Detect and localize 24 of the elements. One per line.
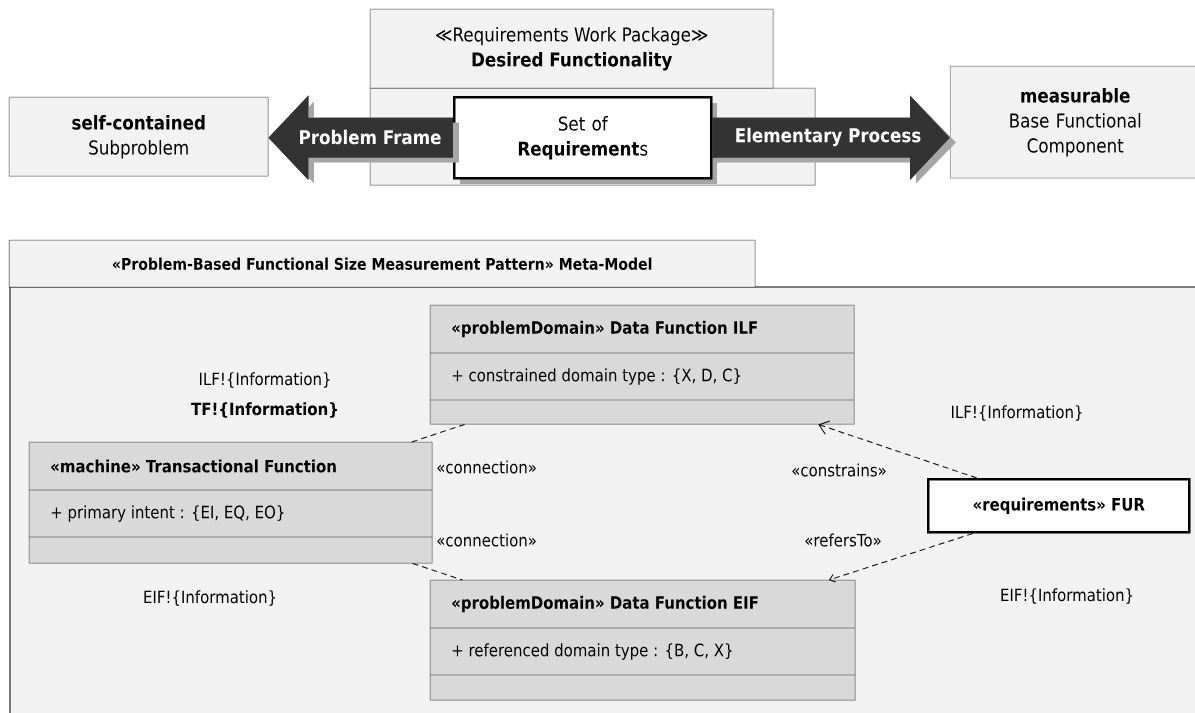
component-box: measurable Base Functional Component [950,66,1195,179]
flow-label: ILF!{Information} [200,372,330,388]
class-box: «problemDomain» Data Function EIF + referenced domain type : {B, C, X} [429,580,856,701]
class-box: «machine» Transactional Function + primary intent : {EI, EQ, EO} [28,442,433,564]
flow-label: EIF!{Information} [144,590,276,606]
connector-line [412,562,464,581]
class-box: «problemDomain» Data Function ILF + constrained domain type : {X, D, C} [429,305,855,425]
arrow [818,420,978,479]
requirements-box: «requirements» FUR [927,478,1191,534]
node-label: «Problem-Based Functional Size Measurement Pattern» Meta-Model [112,257,652,270]
requirements-box: Set of Requirements [453,96,717,184]
edge-label: «constrains» [790,462,888,478]
block-arrow [712,95,956,184]
edge-label: «refersTo» [803,532,883,548]
edge-label: «connection» [435,459,538,475]
arrow [829,533,974,583]
flow-label: TF!{Information} [191,402,338,418]
flow-label: EIF!{Information} [1001,588,1133,604]
node-label: Desired Functionality [472,51,673,71]
node-label: ≪Requirements Work Package≫ [436,26,708,46]
flow-label: ILF!{Information} [952,405,1082,421]
component-box: self-contained Subproblem [9,97,269,177]
edge-label: «connection» [435,532,538,548]
connector-line [411,423,465,443]
